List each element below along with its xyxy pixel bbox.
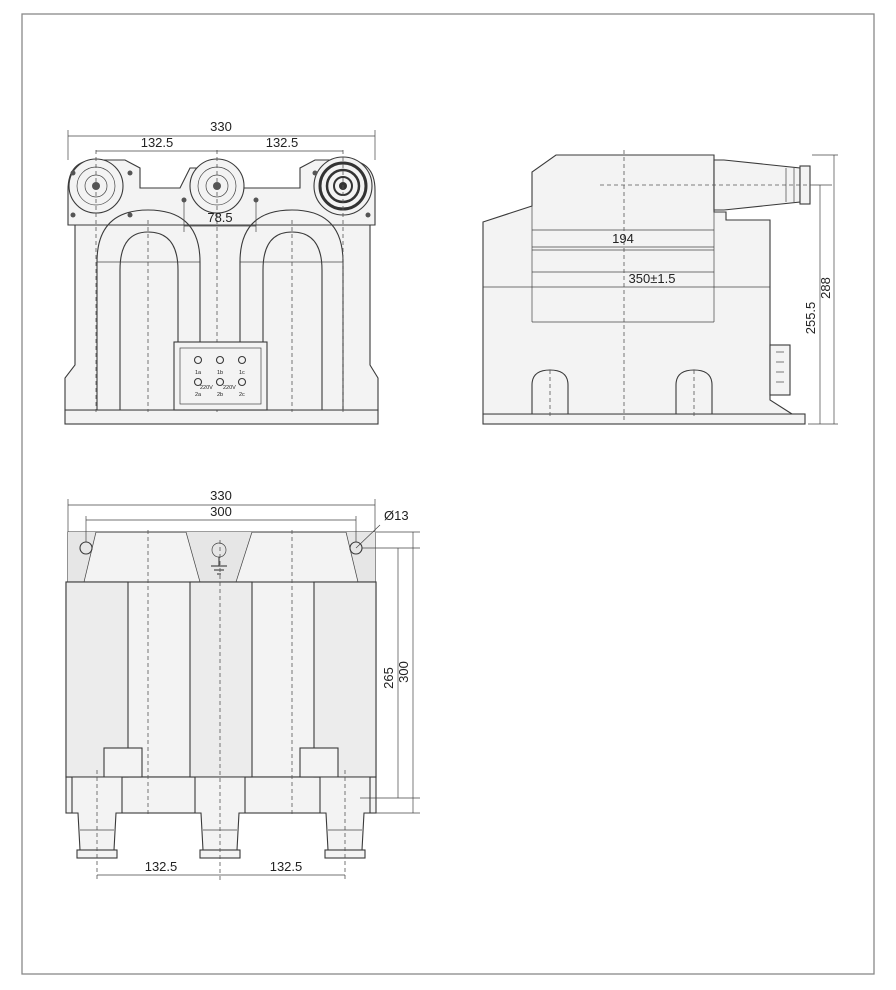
terminal-label-1b: 1b — [217, 370, 223, 376]
bottom-bushing-middle — [194, 776, 246, 859]
bottom-coil-left — [65, 581, 129, 778]
terminal-voltage-right: 220V — [223, 385, 236, 391]
front-coil-left-inner — [119, 231, 179, 410]
front-dim-left-pitch: 132.5 — [141, 135, 174, 150]
front-view: 1a 1b 1c 2a 2b 2c 220V 220V 330 132.5 13… — [64, 119, 379, 425]
bottom-dim-overall: 330 — [210, 488, 232, 503]
terminal-label-1c: 1c — [239, 370, 245, 376]
side-base-plate — [482, 413, 806, 425]
bottom-bushing-right — [319, 776, 371, 859]
bottom-dim-left-pitch: 132.5 — [145, 859, 178, 874]
front-terminal-box: 1a 1b 1c 2a 2b 2c 220V 220V — [173, 341, 268, 411]
front-dim-overall: 330 — [210, 119, 232, 134]
terminal-voltage-left: 220V — [200, 385, 213, 391]
terminal-label-1a: 1a — [195, 370, 202, 376]
front-dim-bolt-pitch: 78.5 — [207, 210, 232, 225]
front-dimensions: 330 132.5 132.5 78.5 — [67, 119, 376, 232]
side-terminal-box — [769, 344, 791, 396]
front-bolts — [70, 170, 371, 218]
bottom-view: 330 300 Ø13 265 300 132.5 132.5 — [65, 488, 420, 880]
bottom-dim-hole-diameter: Ø13 — [384, 508, 409, 523]
side-dim-total-height: 288 — [818, 277, 833, 299]
side-dimensions: 194 350±1.5 255.5 288 — [483, 154, 838, 425]
terminal-label-2a: 2a — [195, 392, 202, 398]
bottom-coil-middle — [189, 581, 253, 778]
side-dim-length: 350±1.5 — [629, 271, 676, 286]
front-coil-right-inner — [262, 231, 323, 410]
bottom-dim-inner-height: 265 — [381, 667, 396, 689]
ground-symbol-icon — [211, 542, 227, 575]
bottom-bushing-left — [71, 776, 123, 859]
side-view: 194 350±1.5 255.5 288 — [482, 150, 838, 425]
bottom-dim-hole-pitch: 300 — [210, 504, 232, 519]
front-coil-left-outer — [96, 209, 201, 410]
terminal-label-2c: 2c — [239, 392, 245, 398]
bottom-dimensions: 330 300 Ø13 265 300 132.5 132.5 — [67, 488, 420, 876]
bottom-dim-right-pitch: 132.5 — [270, 859, 303, 874]
front-dim-right-pitch: 132.5 — [266, 135, 299, 150]
front-base-plate — [64, 409, 379, 425]
terminal-label-2b: 2b — [217, 392, 223, 398]
sheet-frame — [21, 13, 875, 975]
bottom-dim-outer-height: 300 — [396, 661, 411, 683]
side-dim-inner: 194 — [612, 231, 634, 246]
side-dim-base-height: 255.5 — [803, 302, 818, 335]
front-coil-right-outer — [239, 209, 344, 410]
